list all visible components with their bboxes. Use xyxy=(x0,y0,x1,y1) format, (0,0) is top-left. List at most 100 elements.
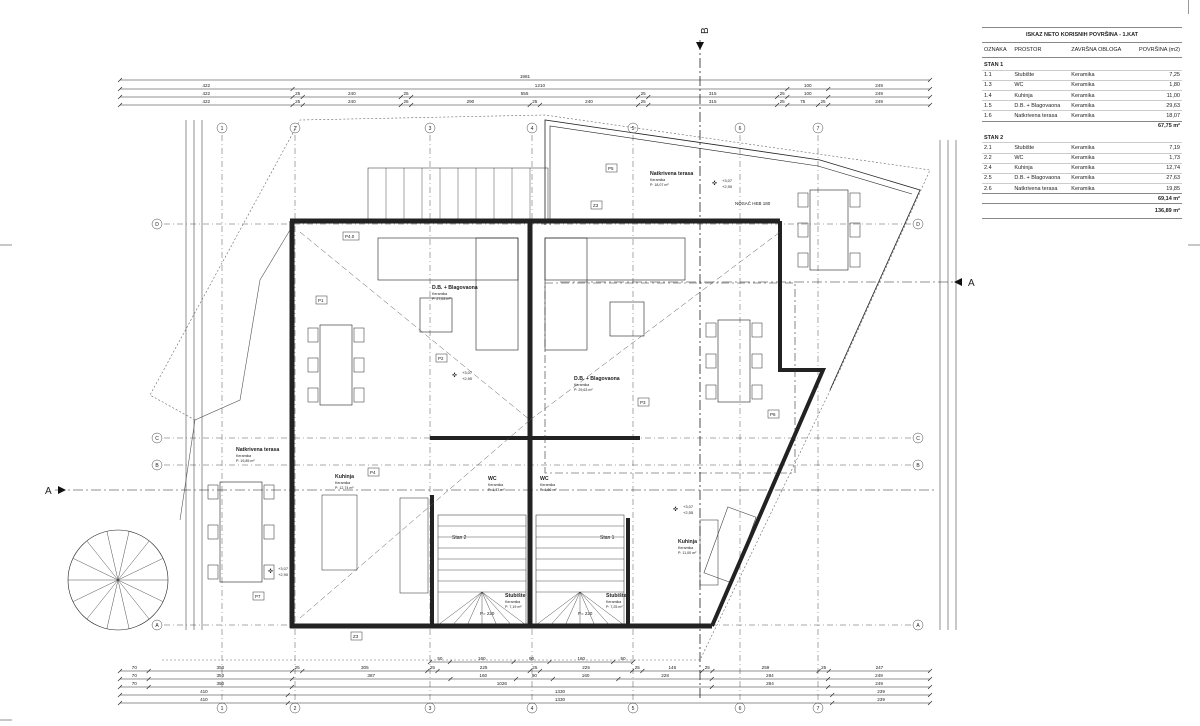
section-row: STAN 1 xyxy=(982,58,1182,71)
dimension-value: 239 xyxy=(877,689,885,694)
dimension-tick xyxy=(785,102,790,108)
terrace-railing xyxy=(179,229,291,521)
table-cell: 29,63 xyxy=(1130,100,1182,111)
tag-box xyxy=(605,163,618,173)
room-name: WC xyxy=(540,476,549,482)
header-obloga: ZAVRŠNA OBLOGA xyxy=(1069,42,1131,58)
chair xyxy=(307,327,319,343)
stair-step xyxy=(452,591,483,626)
grid-axis-bubble xyxy=(151,459,163,471)
table-cell: WC xyxy=(1012,152,1070,164)
level-value: +3,07 xyxy=(722,178,733,183)
chair xyxy=(849,222,861,238)
tag-label: P3 xyxy=(640,400,646,405)
chair xyxy=(849,192,861,208)
table-cell: Natkrivena terasa xyxy=(1012,183,1070,194)
level-marker-icon: ✜ xyxy=(673,506,678,513)
sofa xyxy=(475,237,519,351)
dimension-tick xyxy=(289,676,295,682)
grid-axis-bubble xyxy=(151,432,163,444)
table-cell: 18,07 xyxy=(1130,110,1182,122)
dimension-tick xyxy=(829,692,835,698)
tag-box xyxy=(315,295,328,305)
dimension-value: 410 xyxy=(200,697,208,702)
grid-axis-label: C xyxy=(155,436,159,442)
table-cell: 1.5 xyxy=(982,100,1013,111)
room-finish: Keramika xyxy=(606,600,621,604)
chair xyxy=(207,564,219,580)
spiral-step xyxy=(86,540,119,581)
table-cell: D.B. + Blagovaona xyxy=(1012,100,1070,111)
table-cell: Keramika xyxy=(1069,183,1131,194)
grid-axis-label: B xyxy=(916,463,920,469)
subtotal: 67,75 m² xyxy=(982,120,1182,131)
dimension-tick xyxy=(447,659,453,665)
dimension-value: 70 xyxy=(132,665,138,670)
grid-axis-bubble xyxy=(216,122,228,134)
roof-ridge xyxy=(299,419,531,619)
chair xyxy=(353,327,365,343)
dimension-value: 25 xyxy=(403,99,409,104)
dimension-tick xyxy=(290,94,295,100)
dimension-value: 422 xyxy=(202,91,210,96)
chair xyxy=(207,524,219,540)
dimension-tick xyxy=(927,692,933,698)
dimension-value: 422 xyxy=(202,83,210,88)
dimension-value: 290 xyxy=(467,99,475,104)
room-finish: Keramika xyxy=(432,292,447,296)
spiral-step xyxy=(117,579,150,620)
stair-step xyxy=(481,591,527,626)
dimension-tick xyxy=(547,659,552,665)
dimension-tick xyxy=(709,676,714,682)
dimension-tick xyxy=(117,668,123,674)
grid-axis-label: C xyxy=(916,436,920,442)
table-cell: 1.3 xyxy=(982,79,1013,91)
dimension-tick xyxy=(927,684,933,690)
header-prostor: PROSTOR xyxy=(1012,42,1070,58)
grid-axis-label: 1 xyxy=(221,126,224,132)
spiral-step xyxy=(117,540,150,581)
dimension-value: 146 xyxy=(668,665,676,670)
room-finish: Keramika xyxy=(505,600,520,604)
dimension-tick xyxy=(513,676,519,682)
dimension-tick xyxy=(146,684,151,690)
dimension-tick xyxy=(785,86,790,92)
dimension-value: 225 xyxy=(582,665,590,670)
dimension-tick xyxy=(825,86,831,92)
dimension-tick xyxy=(300,102,305,108)
table-total: 136,89 m² xyxy=(982,203,1182,220)
dimension-value: 387 xyxy=(367,673,375,678)
dimension-value: 25 xyxy=(295,665,301,670)
terrace-railing xyxy=(549,125,913,225)
subtotal-row: 69,14 m² xyxy=(982,193,1182,204)
chair xyxy=(353,387,365,403)
table-cell: Natkrivena terasa xyxy=(1012,110,1070,122)
table-cell: 1,73 xyxy=(1130,152,1182,164)
dimension-value: 239 xyxy=(877,697,885,702)
room-area: P: 27,63 m² xyxy=(432,297,451,301)
unit-label: Stan 2 xyxy=(452,535,467,541)
section-name: STAN 2 xyxy=(984,134,1004,141)
room-name: Kuhinja xyxy=(335,474,354,480)
room-finish: Keramika xyxy=(236,454,251,458)
grid-axis-label: A xyxy=(916,623,920,629)
dimension-tick xyxy=(825,676,831,682)
tag-label: P6 xyxy=(770,412,776,417)
stair-step xyxy=(467,591,483,626)
dimension-value: 249 xyxy=(875,673,883,678)
dimension-tick xyxy=(117,94,123,100)
dimension-value: 315 xyxy=(709,99,717,104)
sofa xyxy=(377,237,519,281)
table-cell: Keramika xyxy=(1069,69,1131,81)
dimension-value: 240 xyxy=(348,99,356,104)
dimension-tick xyxy=(527,668,532,674)
table-cell: Keramika xyxy=(1069,142,1131,153)
dimension-value: 25 xyxy=(821,665,827,670)
dimension-value: 25 xyxy=(295,99,301,104)
dimension-tick xyxy=(300,668,305,674)
room-area: P: 29,63 m² xyxy=(574,388,593,392)
dimension-value: 25 xyxy=(641,99,647,104)
